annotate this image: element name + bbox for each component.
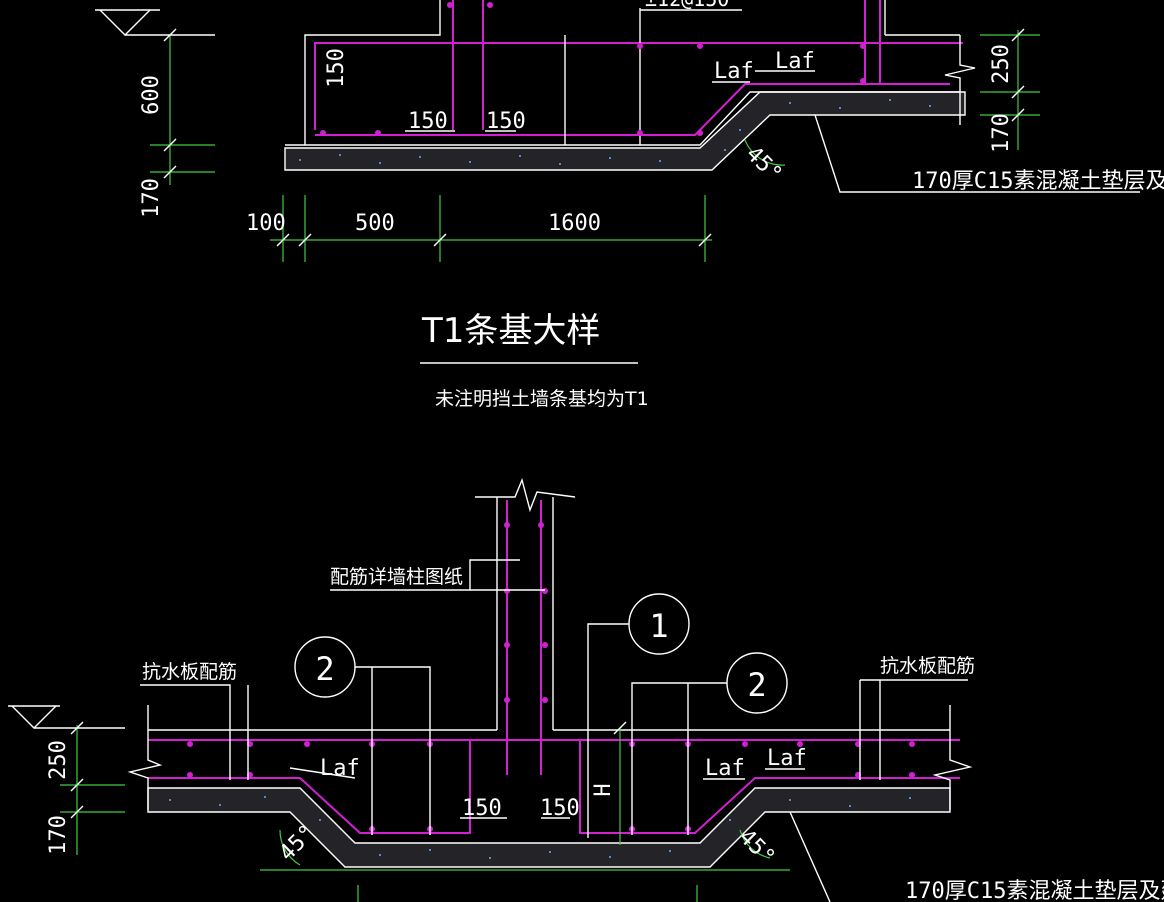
dim-170-right: 170 bbox=[989, 113, 1014, 153]
detail-title: T1条基大样 bbox=[421, 311, 600, 351]
callout-2-right-label: 2 bbox=[747, 666, 766, 704]
bottom-detail: 配筋详墙柱图纸 bbox=[8, 477, 1164, 902]
top-angle-label: 45° bbox=[741, 142, 787, 188]
bottom-laf-right-1: Laf bbox=[705, 756, 745, 781]
bottom-left-vertical-dimension bbox=[60, 721, 125, 855]
inner-dim-150-b: 150 bbox=[486, 109, 526, 134]
dim-1600: 1600 bbox=[548, 211, 601, 236]
bottom-angle-arc-right bbox=[739, 829, 771, 859]
wall-rebar-dots bbox=[504, 522, 548, 703]
bottom-laf-right-2: Laf bbox=[767, 746, 807, 771]
wall-outline bbox=[285, 0, 441, 146]
top-blinding-layer bbox=[284, 91, 966, 171]
dim-500: 500 bbox=[355, 211, 395, 236]
bottom-leader-line bbox=[789, 811, 831, 902]
bottom-laf-left: Laf bbox=[320, 756, 360, 781]
partial-rebar-label: ±12@150 bbox=[645, 0, 729, 11]
bottom-dim-250: 250 bbox=[46, 740, 71, 780]
height-dimension bbox=[613, 721, 627, 845]
title-block: T1条基大样 未注明挡土墙条基均为T1 bbox=[420, 311, 649, 410]
top-concrete-speckle bbox=[299, 99, 931, 165]
elevation-marker-bottom-icon bbox=[8, 705, 125, 729]
left-vertical-dimension bbox=[150, 28, 215, 185]
dim-100: 100 bbox=[246, 211, 286, 236]
top-angle-arc bbox=[744, 139, 786, 166]
bottom-leader-note: 170厚C15素混凝土垫层及建筑防水 bbox=[905, 879, 1164, 902]
bottom-angle-arc-left bbox=[279, 829, 301, 866]
elevation-marker-icon bbox=[95, 9, 215, 36]
dim-170-left: 170 bbox=[139, 178, 164, 218]
bottom-dim-170: 170 bbox=[46, 815, 71, 855]
callout-1 bbox=[587, 593, 690, 838]
dim-150-vertical: 150 bbox=[324, 48, 349, 88]
bottom-inner-dim-150-a: 150 bbox=[462, 796, 502, 821]
bottom-inner-dim-150-b: 150 bbox=[540, 796, 580, 821]
right-vertical-dimension bbox=[980, 28, 1040, 150]
laf-label-1: Laf bbox=[714, 59, 754, 84]
bottom-blinding-layer bbox=[147, 787, 951, 868]
wall-rebar-note: 配筋详墙柱图纸 bbox=[330, 566, 463, 588]
detail-subtitle: 未注明挡土墙条基均为T1 bbox=[435, 388, 649, 410]
callout-2-left-label: 2 bbox=[315, 650, 334, 688]
bottom-concrete-speckle bbox=[169, 796, 911, 859]
callout-2-left bbox=[294, 636, 431, 835]
laf-label-2: Laf bbox=[775, 49, 815, 74]
dim-600: 600 bbox=[139, 75, 164, 115]
height-label: H bbox=[591, 783, 616, 796]
top-leader-line bbox=[814, 114, 1140, 193]
inner-dim-150-a: 150 bbox=[408, 109, 448, 134]
dim-250-right: 250 bbox=[989, 44, 1014, 84]
top-leader-note: 170厚C15素混凝土垫层及建筑防水 bbox=[912, 169, 1164, 194]
left-slab-rebar-note: 抗水板配筋 bbox=[142, 661, 237, 683]
top-detail: 600 170 ±12@150 bbox=[95, 0, 1164, 262]
horizontal-dimensions bbox=[270, 195, 712, 262]
callout-1-label: 1 bbox=[649, 607, 668, 645]
top-rebar-dots bbox=[320, 2, 866, 136]
top-rebar-top bbox=[314, 42, 963, 130]
callout-2-right bbox=[631, 652, 788, 835]
right-slab-rebar-note: 抗水板配筋 bbox=[880, 655, 975, 677]
